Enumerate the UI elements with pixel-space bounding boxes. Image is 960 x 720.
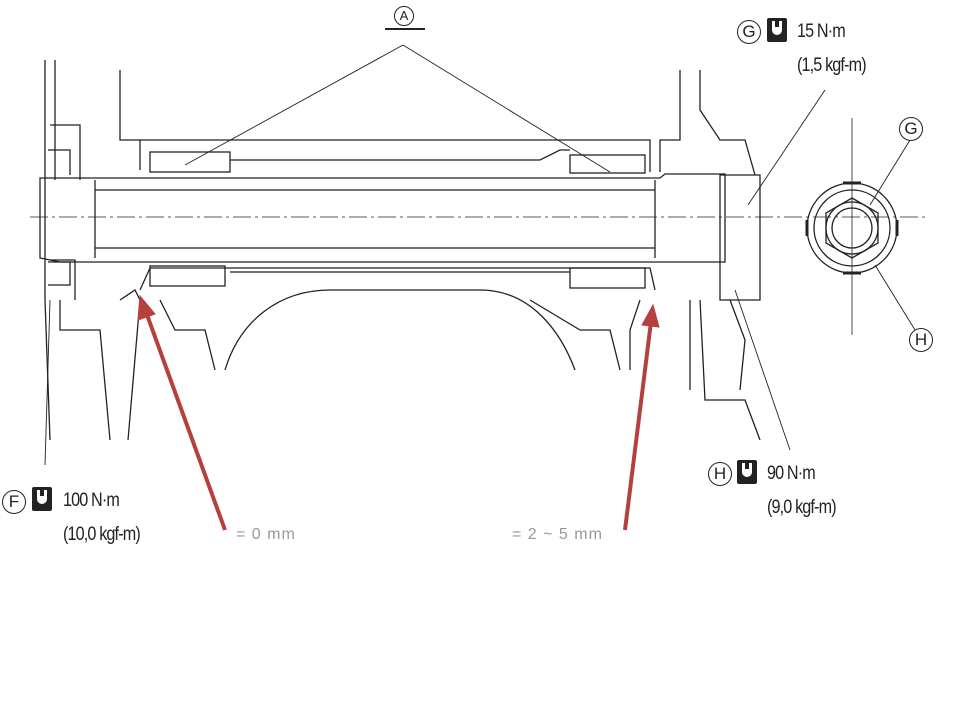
shaft	[39, 173, 726, 263]
callout-a: A	[394, 6, 414, 26]
callout-f-letter: F	[2, 490, 26, 514]
f-torque-alt: (10,0 kgf-m)	[63, 524, 141, 545]
nut-detail-view	[805, 118, 916, 335]
h-torque-alt: (9,0 kgf-m)	[767, 497, 837, 518]
gap-arrow-right	[623, 321, 653, 531]
callout-g-letter: G	[737, 20, 761, 44]
gap-left-value: = 0 mm	[236, 526, 296, 543]
right-housing	[659, 70, 761, 441]
torque-wrench-icon	[32, 487, 52, 511]
g-torque-alt: (1,5 kgf-m)	[797, 55, 867, 76]
torque-wrench-icon	[737, 460, 757, 484]
f-torque: 100 N·m	[63, 490, 120, 511]
torque-wrench-icon	[767, 18, 787, 42]
bearing-housing	[139, 139, 656, 291]
gap-arrow-left	[144, 311, 227, 531]
frame-arches	[159, 289, 641, 371]
gap-right-value: = 2 ~ 5 mm	[512, 526, 603, 543]
detail-h-letter: H	[909, 328, 933, 352]
grease-applicator-icon	[385, 8, 425, 30]
g-torque: 15 N·m	[797, 21, 846, 42]
left-housing	[44, 60, 141, 441]
detail-g-letter: G	[899, 117, 923, 141]
h-torque: 90 N·m	[767, 463, 816, 484]
callout-h-letter: H	[708, 462, 732, 486]
